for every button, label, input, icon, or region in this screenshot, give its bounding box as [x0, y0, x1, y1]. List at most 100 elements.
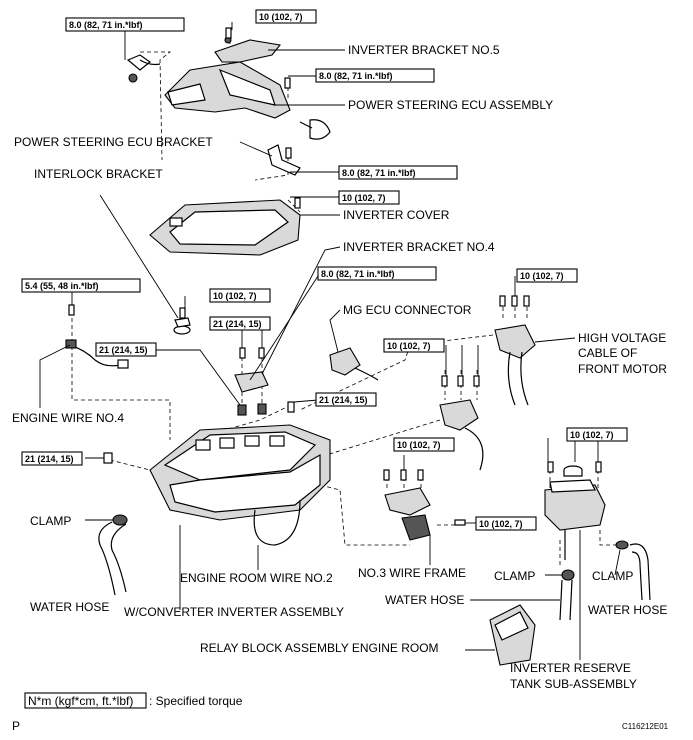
label-power-steering-ecu-assembly: POWER STEERING ECU ASSEMBLY [348, 98, 553, 112]
torque-box-frame [393, 437, 455, 452]
legend-box-text: N*m (kgf*cm, ft.*lbf) [28, 694, 133, 708]
torque-box-frame [315, 68, 435, 83]
torque-box-frame [315, 392, 377, 407]
torque-value: 8.0 (82, 71 in.*lbf) [69, 20, 143, 30]
torque-spec-16: 10 (102, 7) [566, 427, 628, 442]
inverter-cover-drawing [149, 197, 301, 256]
torque-spec-2: 10 (102, 7) [255, 9, 317, 24]
top-connector-plug [126, 54, 161, 83]
torque-spec-7: 10 (102, 7) [516, 268, 578, 283]
torque-legend: N*m (kgf*cm, ft.*lbf) : Specified torque [24, 692, 243, 709]
no3-wire-frame-drawing [383, 469, 466, 541]
torque-box-frame [383, 338, 445, 353]
torque-value: 10 (102, 7) [397, 440, 441, 450]
label-engine-wire-no4: ENGINE WIRE NO.4 [12, 411, 124, 425]
engine-wire-no4-drawing [65, 304, 129, 369]
torque-value: 5.4 (55, 48 in.*lbf) [25, 281, 99, 291]
label-engine-room-wire-no2: ENGINE ROOM WIRE NO.2 [180, 571, 333, 585]
torque-value: 21 (214, 15) [213, 319, 262, 329]
torque-value: 10 (102, 7) [342, 193, 386, 203]
torque-box-frame [338, 165, 458, 180]
label-clamp-left: CLAMP [30, 514, 71, 528]
torque-spec-17: 10 (102, 7) [475, 516, 537, 531]
label-clamp-center: CLAMP [494, 569, 535, 583]
leader-lines [39, 22, 621, 660]
torque-value: 10 (102, 7) [570, 430, 614, 440]
inverter-bracket-no4-drawing [234, 347, 269, 393]
label-high-voltage-cable-line2: CABLE OF [578, 346, 637, 360]
legend-description: : Specified torque [149, 694, 243, 708]
torque-box-frame [566, 427, 628, 442]
w-converter-inverter-assembly-drawing [103, 401, 331, 546]
right-water-hose-drawing [615, 540, 651, 601]
relay-block-drawing [489, 604, 536, 666]
label-interlock-bracket: INTERLOCK BRACKET [34, 167, 163, 181]
label-inverter-bracket-no4: INVERTER BRACKET NO.4 [343, 240, 495, 254]
inverter-reserve-tank-drawing [544, 461, 606, 560]
torque-spec-12: 10 (102, 7) [383, 338, 445, 353]
label-water-hose-center: WATER HOSE [385, 593, 464, 607]
torque-value: 10 (102, 7) [387, 341, 431, 351]
label-water-hose-left: WATER HOSE [30, 600, 109, 614]
torque-spec-6: 8.0 (82, 71 in.*lbf) [317, 266, 437, 281]
torque-box-frame [21, 278, 141, 293]
torque-box-frame [475, 516, 537, 531]
label-water-hose-right: WATER HOSE [588, 603, 667, 617]
torque-value: 10 (102, 7) [213, 291, 257, 301]
torque-box-frame [209, 288, 271, 303]
torque-value: 21 (214, 15) [319, 395, 368, 405]
left-water-hose-drawing [98, 514, 128, 596]
high-voltage-cable-drawing [494, 295, 536, 406]
torque-value: 10 (102, 7) [479, 519, 523, 529]
torque-value: 8.0 (82, 71 in.*lbf) [342, 168, 416, 178]
torque-spec-14: 21 (214, 15) [21, 451, 83, 466]
torque-spec-8: 5.4 (55, 48 in.*lbf) [21, 278, 141, 293]
torque-spec-9: 10 (102, 7) [209, 288, 271, 303]
label-clamp-right: CLAMP [592, 569, 633, 583]
label-high-voltage-cable-line3: FRONT MOTOR [578, 362, 667, 376]
torque-spec-15: 10 (102, 7) [393, 437, 455, 452]
label-inverter-cover: INVERTER COVER [343, 208, 450, 222]
figure-code: C116212E01 [622, 722, 669, 731]
torque-spec-10: 21 (214, 15) [209, 316, 271, 331]
label-inverter-reserve-tank-line1: INVERTER RESERVE [510, 661, 631, 675]
torque-spec-13: 21 (214, 15) [315, 392, 377, 407]
power-steering-ecu-bracket-drawing [267, 144, 301, 176]
torque-spec-1: 8.0 (82, 71 in.*lbf) [65, 17, 185, 32]
center-water-hose-drawing [559, 569, 575, 621]
torque-box-frame [65, 17, 185, 32]
label-power-steering-ecu-bracket: POWER STEERING ECU BRACKET [14, 135, 213, 149]
torque-box-frame [24, 692, 147, 709]
label-w-converter-inverter-assembly: W/CONVERTER INVERTER ASSEMBLY [124, 605, 344, 619]
torque-box-frame [338, 190, 400, 205]
torque-box-frame [317, 266, 437, 281]
inverter-bracket-no5 [214, 27, 282, 63]
interlock-bracket-drawing [173, 307, 191, 335]
power-steering-ecu-assembly-drawing [164, 61, 331, 140]
torque-box-frame [516, 268, 578, 283]
torque-box-frame [255, 9, 317, 24]
mg-ecu-connector-drawing [329, 347, 379, 381]
torque-box-frame [21, 451, 83, 466]
torque-value: 8.0 (82, 71 in.*lbf) [321, 269, 395, 279]
torque-box-frame [209, 316, 271, 331]
cable-cluster-mid [439, 375, 484, 471]
corner-label-left: P [12, 719, 20, 733]
label-mg-ecu-connector: MG ECU CONNECTOR [343, 303, 472, 317]
torque-box-frame [95, 342, 157, 357]
torque-value: 8.0 (82, 71 in.*lbf) [319, 71, 393, 81]
label-no3-wire-frame: NO.3 WIRE FRAME [358, 566, 466, 580]
torque-value: 10 (102, 7) [259, 12, 303, 22]
torque-value: 10 (102, 7) [520, 271, 564, 281]
label-relay-block-assembly: RELAY BLOCK ASSEMBLY ENGINE ROOM [200, 641, 439, 655]
label-high-voltage-cable-line1: HIGH VOLTAGE [578, 331, 666, 345]
torque-spec-5: 10 (102, 7) [338, 190, 400, 205]
torque-spec-3: 8.0 (82, 71 in.*lbf) [315, 68, 435, 83]
torque-value: 21 (214, 15) [25, 454, 74, 464]
label-inverter-bracket-no5: INVERTER BRACKET NO.5 [348, 43, 500, 57]
torque-spec-4: 8.0 (82, 71 in.*lbf) [338, 165, 458, 180]
torque-value: 21 (214, 15) [99, 345, 148, 355]
label-inverter-reserve-tank-line2: TANK SUB-ASSEMBLY [510, 677, 637, 691]
